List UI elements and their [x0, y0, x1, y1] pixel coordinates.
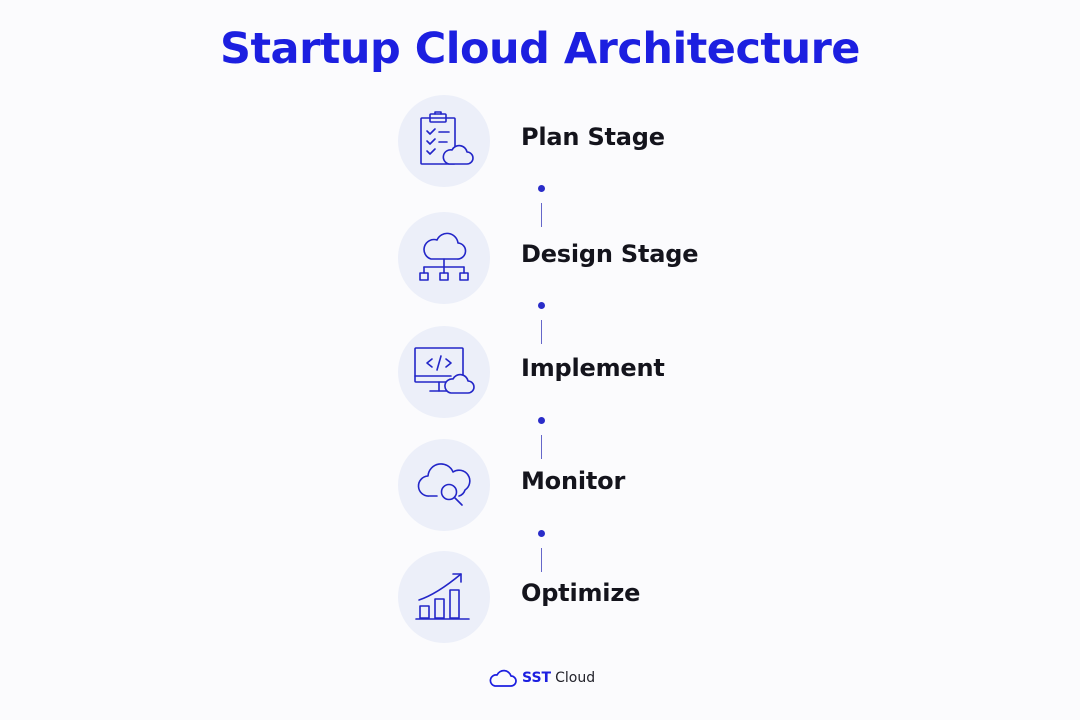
connector-line — [541, 548, 542, 572]
connector-4 — [536, 530, 548, 572]
connector-dot — [538, 302, 545, 309]
connector-dot — [538, 185, 545, 192]
stage-label-plan: Plan Stage — [521, 123, 665, 151]
stage-label-implement: Implement — [521, 354, 665, 382]
page-title: Startup Cloud Architecture — [220, 24, 860, 74]
cloud-network-icon — [398, 212, 490, 304]
stage-monitor: Monitor — [398, 439, 738, 531]
stage-optimize: Optimize — [398, 551, 738, 643]
cloud-logo-icon — [489, 669, 517, 687]
connector-dot — [538, 417, 545, 424]
connector-3 — [536, 417, 548, 459]
stage-label-optimize: Optimize — [521, 579, 641, 607]
stage-design: Design Stage — [398, 212, 738, 304]
stage-label-monitor: Monitor — [521, 467, 626, 495]
clipboard-checklist-cloud-icon — [398, 95, 490, 187]
connector-dot — [538, 530, 545, 537]
connector-2 — [536, 302, 548, 344]
stage-label-design: Design Stage — [521, 240, 699, 268]
connector-line — [541, 320, 542, 344]
growth-chart-icon — [398, 551, 490, 643]
footer-brand: SST Cloud — [488, 666, 595, 690]
footer-brand-suffix: Cloud — [555, 670, 596, 686]
connector-line — [541, 435, 542, 459]
connector-line — [541, 203, 542, 227]
cloud-search-icon — [398, 439, 490, 531]
stage-implement: Implement — [398, 326, 738, 418]
connector-1 — [536, 185, 548, 227]
monitor-code-cloud-icon — [398, 326, 490, 418]
stage-plan: Plan Stage — [398, 95, 738, 187]
footer-brand-name: SST — [522, 670, 552, 686]
